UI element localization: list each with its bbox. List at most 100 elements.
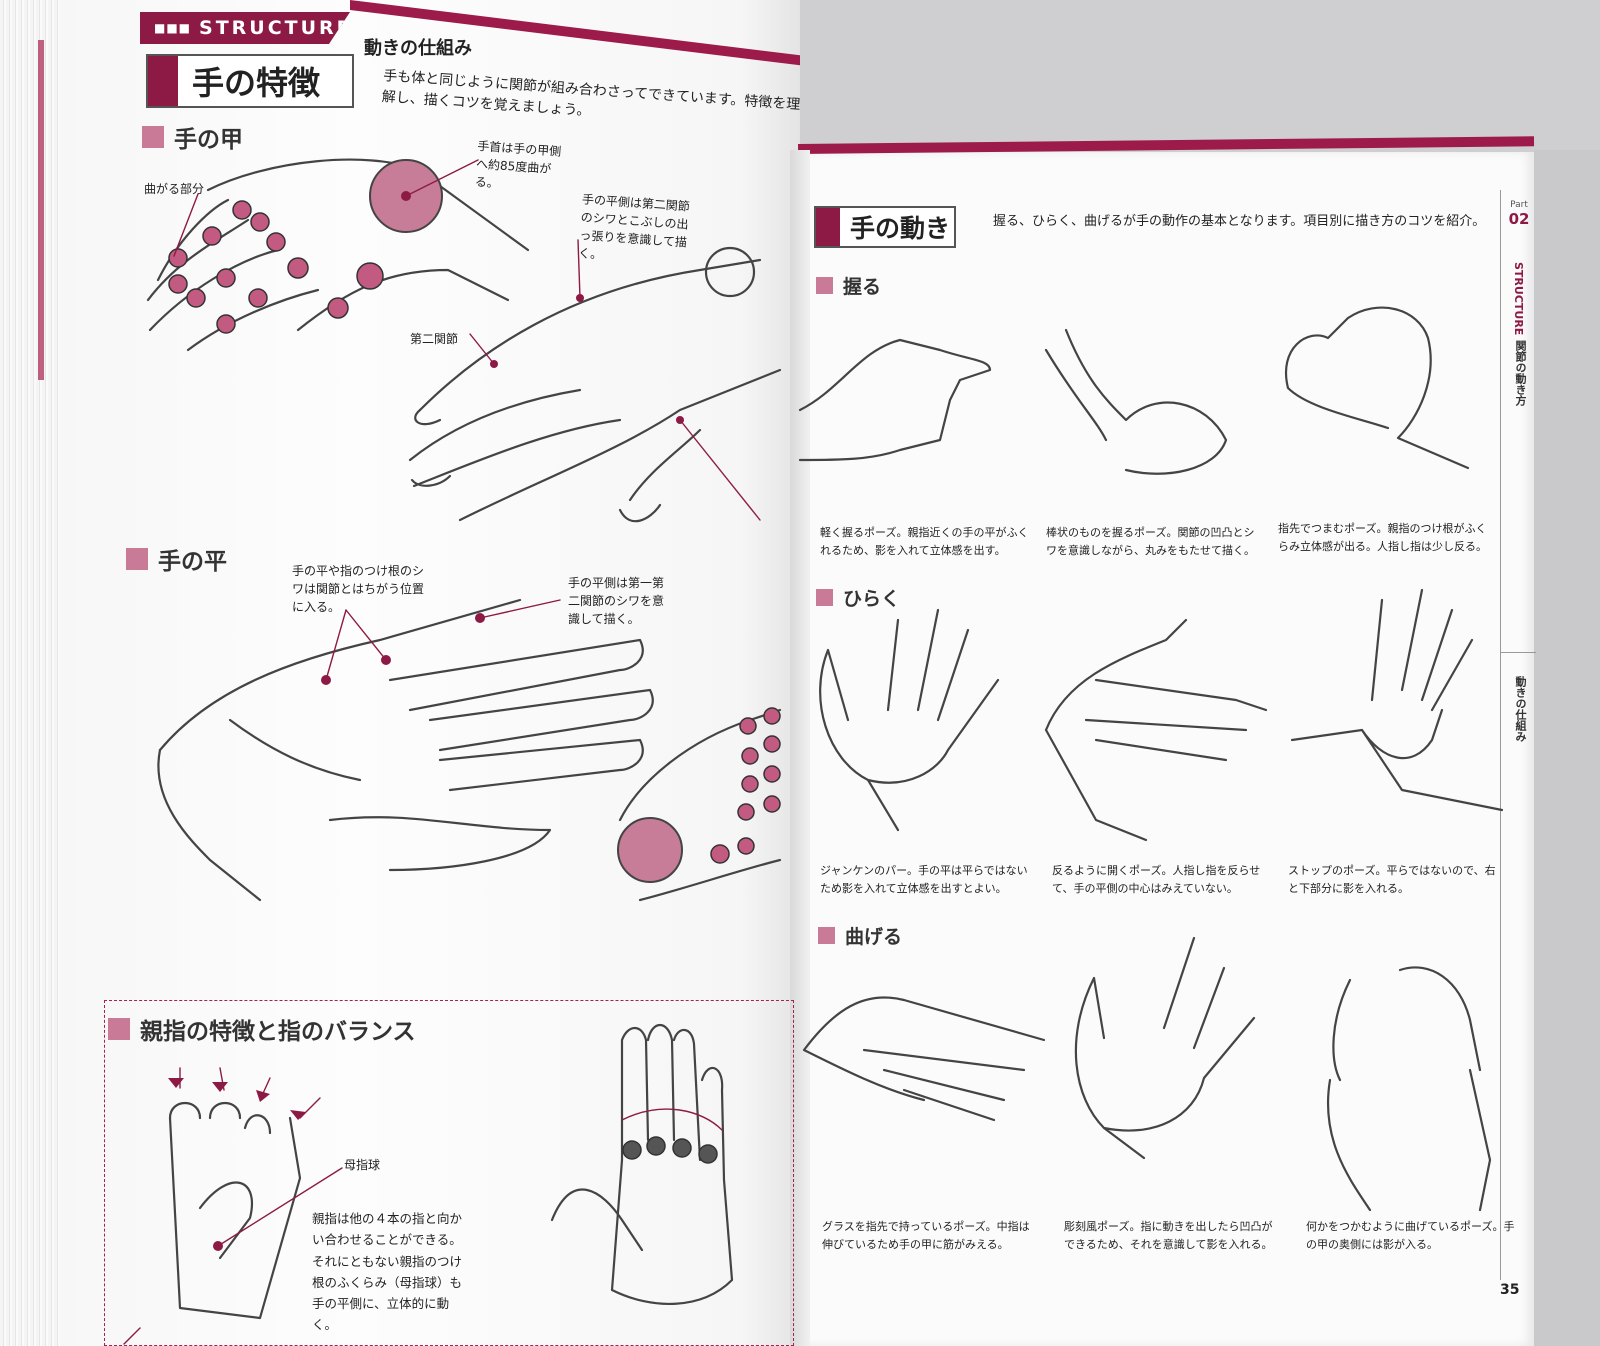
finger-outline	[408, 388, 582, 462]
fingertip	[410, 474, 452, 487]
hand-outline	[819, 608, 1000, 832]
palm-outline	[158, 598, 522, 752]
wrist-line-top	[206, 158, 530, 252]
thumb-outline	[550, 1188, 644, 1252]
hand-outline	[1326, 966, 1492, 1212]
palm-bottom	[157, 748, 262, 902]
crease-note: 手の平や指のつけ根のシワは関節とはちがう位置に入る。	[292, 564, 425, 614]
bend-sketch-2	[1074, 936, 1256, 1160]
finger-balance-sketch	[550, 1023, 734, 1305]
grip-caption-1: 軽く握るポーズ。親指近くの手の平がふくれるため、影を入れて立体感を出す。	[820, 526, 1029, 557]
direction-arrows	[179, 1067, 321, 1119]
callout-line	[325, 609, 347, 681]
hand-outline	[798, 338, 992, 462]
joint-marker	[763, 707, 781, 725]
thumb-opposition-sketch	[123, 1067, 343, 1345]
palm-heading: 手の平	[126, 542, 227, 576]
joint-marker	[216, 268, 236, 288]
side-rule	[1500, 190, 1501, 1280]
hand-outline	[1074, 936, 1256, 1160]
joint-marker	[356, 262, 384, 290]
thumb-outline	[328, 816, 552, 872]
joint-marker	[710, 844, 730, 864]
grip-caption-2: 棒状のものを握るポーズ。関節の凹凸とシワを意識しながら、丸みをもたせて描く。	[1046, 526, 1255, 557]
bend-heading: 曲げる	[818, 922, 902, 949]
callout-line	[469, 333, 495, 365]
palm-diagram	[157, 598, 654, 902]
thumb-outline	[198, 1181, 253, 1260]
grip-heading-text: 握る	[843, 276, 882, 298]
heading-square-icon	[126, 548, 148, 570]
palm-outline	[610, 1158, 734, 1305]
finger-outline-2	[146, 218, 250, 302]
side-structure-label: STRUCTURE	[1512, 262, 1525, 336]
knuckle-marker	[698, 1144, 718, 1164]
part-label: Part	[1510, 200, 1528, 210]
background-surface	[1534, 150, 1600, 1346]
callout-line	[577, 239, 581, 299]
large-hand-sketch	[408, 239, 782, 523]
bend-caption-3: 何かをつかむように曲げているポーズ。手の甲の奥側には影が入る。	[1306, 1220, 1515, 1251]
side-topic-label: 関節の動き方	[1514, 340, 1527, 406]
side-rule-divider	[1500, 652, 1536, 653]
heading-square-icon	[108, 1018, 130, 1040]
heading-square-icon	[818, 927, 835, 944]
open-caption-2: 反るように開くポーズ。人指し指を反らせて、手の平側の中心はみえていない。	[1052, 864, 1261, 895]
bend-caption-2: 彫刻風ポーズ。指に動きを出したら凹凸ができるため、それを意識して影を入れる。	[1064, 1220, 1273, 1251]
bend-label: 曲がる部分	[144, 182, 205, 196]
joint-marker	[266, 232, 286, 252]
joint-marker	[737, 803, 755, 821]
thenar-marker	[617, 817, 683, 883]
finger-outline	[438, 738, 644, 792]
fingertip	[414, 408, 442, 426]
joint-marker	[763, 735, 781, 753]
section-caption: 動きの仕組み	[364, 38, 472, 59]
hand-outline	[1044, 618, 1268, 842]
fingertips	[168, 1102, 272, 1135]
finger-outline	[388, 638, 644, 712]
knuckle-marker	[646, 1136, 666, 1156]
part-indicator: Part 02	[1502, 200, 1536, 228]
finger-outline	[412, 418, 622, 488]
thumb-balance-heading: 親指の特徴と指のバランス	[108, 1012, 416, 1046]
joint-marker	[232, 200, 252, 220]
joint-marker	[763, 795, 781, 813]
thumb-tip	[618, 503, 662, 523]
grip-sketch-1	[798, 338, 992, 462]
left-title-box: 手の特徴	[146, 54, 354, 108]
joint-marker	[741, 747, 759, 765]
structure-tab: ■■■ STRUCTURE	[140, 12, 350, 44]
structure-label: STRUCTURE	[199, 17, 353, 39]
callout-line	[479, 599, 561, 619]
grip-sketch-2	[1044, 328, 1228, 475]
title-accent-bar	[148, 56, 178, 106]
open-heading: ひらく	[816, 584, 900, 611]
open-sketch-3	[1290, 588, 1504, 812]
thenar-label: 母指球	[344, 1158, 381, 1172]
knuckle-marker	[622, 1140, 642, 1160]
finger-outline-3	[148, 248, 280, 332]
heading-square-icon	[816, 589, 833, 606]
heading-square-icon	[816, 277, 833, 294]
grip-caption-3: 指先でつまむポーズ。親指のつけ根がふくらみ立体感が出る。人指し指は少し反る。	[1278, 522, 1487, 553]
callout-line	[679, 419, 761, 521]
joint-marker	[186, 288, 206, 308]
joint-marker	[763, 765, 781, 783]
joint-marker	[216, 314, 236, 334]
joint-marker	[202, 226, 222, 246]
right-page-title: 手の動き	[850, 214, 951, 243]
open-sketch-1	[819, 608, 1000, 832]
callout-line	[217, 1167, 343, 1247]
back-of-hand-heading-text: 手の甲	[174, 127, 243, 153]
grip-sketch-3	[1285, 306, 1470, 470]
tab-dots-icon: ■■■	[154, 21, 192, 35]
right-title-box: 手の動き	[814, 206, 956, 248]
title-accent-bar	[816, 208, 840, 246]
hand-outline	[1285, 306, 1470, 470]
joint-marker	[168, 248, 188, 268]
side-chapter-label: 動きの仕組み	[1514, 676, 1527, 742]
finger-outlines	[620, 1023, 726, 1182]
palm-crease	[228, 718, 362, 782]
hand-outline	[1044, 328, 1228, 475]
hand-outline	[1290, 588, 1504, 812]
